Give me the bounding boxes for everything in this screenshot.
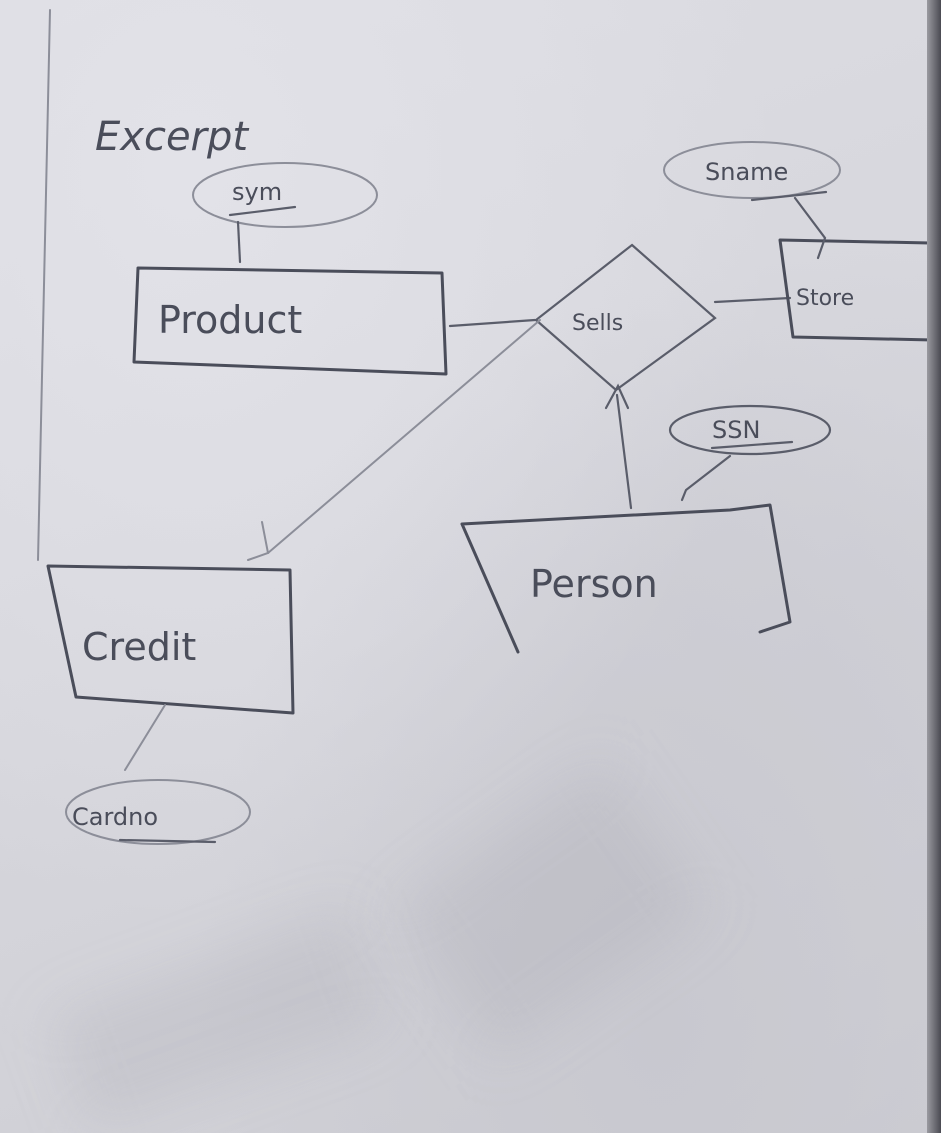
connector-sells-credit bbox=[267, 319, 541, 554]
attribute-product-key-underline bbox=[228, 205, 297, 217]
entity-person: Person bbox=[460, 503, 792, 654]
entity-product-label: Product bbox=[158, 298, 302, 342]
connector-sells-person bbox=[615, 393, 633, 510]
attribute-product-key-oval bbox=[192, 162, 378, 228]
connector-product-sells bbox=[448, 318, 537, 328]
connector-sells-store bbox=[713, 296, 792, 304]
entity-person-box bbox=[460, 503, 792, 654]
attribute-credit-key-oval bbox=[65, 779, 251, 845]
entity-credit: Credit bbox=[46, 564, 295, 715]
attribute-credit-key-underline bbox=[118, 838, 217, 844]
attribute-person-key-label: SSN bbox=[712, 416, 760, 444]
arrow-head-person bbox=[604, 383, 630, 410]
entity-person-label: Person bbox=[530, 562, 658, 606]
attribute-product-connector bbox=[236, 220, 242, 264]
attribute-store-key-underline bbox=[750, 190, 828, 202]
entity-product-box bbox=[132, 266, 448, 376]
relationship-sells: Sells bbox=[534, 243, 717, 392]
attribute-person-key-oval bbox=[668, 404, 832, 456]
attribute-person-key: SSN bbox=[668, 404, 832, 502]
board-frame-edge bbox=[927, 0, 941, 1133]
attribute-credit-key: Cardno bbox=[65, 704, 251, 845]
arrow-head-credit bbox=[247, 521, 270, 561]
entity-credit-box bbox=[46, 564, 295, 715]
attribute-product-key-label: sym bbox=[232, 178, 282, 206]
board-edge-line bbox=[37, 9, 51, 561]
entity-credit-label: Credit bbox=[82, 625, 196, 669]
entity-product: Product bbox=[132, 266, 448, 376]
diagram-title: Excerpt bbox=[95, 114, 249, 160]
attribute-credit-key-label: Cardno bbox=[72, 803, 158, 831]
entity-store-label: Store bbox=[796, 286, 854, 311]
attribute-person-connector bbox=[680, 454, 732, 502]
attribute-credit-connector bbox=[124, 704, 166, 771]
relationship-sells-label: Sells bbox=[572, 311, 623, 336]
attribute-product-key: sym bbox=[192, 162, 378, 264]
entity-store: Store bbox=[778, 238, 935, 342]
attribute-store-key-oval bbox=[663, 141, 841, 199]
attribute-store-key-label: Sname bbox=[705, 158, 788, 186]
attribute-store-key: Sname bbox=[663, 141, 841, 260]
attribute-store-connector bbox=[793, 196, 827, 260]
attribute-person-key-underline bbox=[710, 440, 794, 450]
relationship-sells-diamond bbox=[534, 243, 717, 392]
